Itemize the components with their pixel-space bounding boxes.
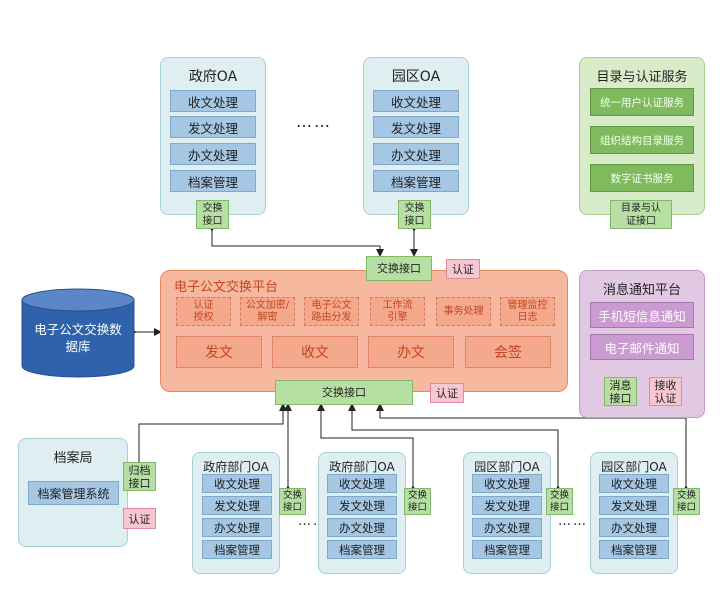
module-transaction: 事务处理	[436, 297, 491, 326]
archive-title: 档案局	[53, 451, 93, 466]
dept-oa-port: 交换接口	[546, 488, 573, 515]
directory-row: 数字证书服务	[590, 164, 694, 192]
dept-oa-row: 收文处理	[599, 474, 669, 493]
database-cylinder	[21, 288, 135, 378]
dept-oa-row: 发文处理	[202, 496, 272, 515]
directory-title: 目录与认证服务	[596, 70, 688, 85]
dept-oa-row: 档案管理	[472, 540, 542, 559]
module-countersign: 会签	[465, 336, 551, 368]
platform-bottom-auth: 认证	[430, 383, 464, 403]
platform-top-port: 交换接口	[366, 256, 432, 281]
archive-port: 归档接口	[123, 462, 156, 491]
park-oa-port: 交换接口	[398, 200, 431, 229]
message-sms: 手机短信息通知	[590, 302, 694, 328]
gov-oa-row: 收文处理	[170, 90, 256, 112]
connector-dept-4	[376, 403, 690, 493]
park-oa-row: 档案管理	[373, 170, 459, 192]
dept-oa-row: 收文处理	[472, 474, 542, 493]
dept-oa-row: 发文处理	[327, 496, 397, 515]
dept-oa-port: 交换接口	[404, 488, 431, 515]
archive-system: 档案管理系统	[28, 481, 119, 505]
platform-bottom-port: 交换接口	[275, 380, 413, 405]
module-routing: 电子公文路由分发	[304, 297, 359, 326]
bottom-ellipsis-right: ……	[558, 514, 588, 529]
dept-oa-row: 发文处理	[599, 496, 669, 515]
dept-oa-title: 政府部门OA	[203, 460, 269, 474]
directory-row: 统一用户认证服务	[590, 88, 694, 116]
dept-oa-row: 发文处理	[472, 496, 542, 515]
module-send: 发文	[176, 336, 262, 368]
module-monitoring: 管理监控日志	[500, 297, 555, 326]
park-oa-title: 园区OA	[391, 69, 441, 85]
dept-oa-title: 园区部门OA	[601, 460, 667, 474]
park-oa-row: 办文处理	[373, 143, 459, 165]
dept-oa-row: 收文处理	[202, 474, 272, 493]
dept-oa-port: 交换接口	[279, 488, 306, 515]
connector-gov-oa	[208, 224, 384, 257]
dept-oa-row: 办文处理	[202, 518, 272, 537]
message-title: 消息通知平台	[602, 283, 681, 298]
gov-oa-row: 办文处理	[170, 143, 256, 165]
message-auth: 接收认证	[649, 377, 682, 406]
dept-oa-row: 办文处理	[472, 518, 542, 537]
module-auth: 认证授权	[176, 297, 231, 326]
dept-oa-title: 园区部门OA	[474, 460, 540, 474]
platform-title: 电子公文交换平台	[174, 280, 279, 295]
module-process: 办文	[368, 336, 454, 368]
directory-port: 目录与认证接口	[610, 200, 672, 229]
dept-oa-row: 档案管理	[327, 540, 397, 559]
dept-oa-row: 办文处理	[599, 518, 669, 537]
gov-oa-row: 发文处理	[170, 116, 256, 138]
top-ellipsis: ……	[296, 112, 332, 131]
exchange-platform	[160, 270, 568, 392]
dept-oa-row: 档案管理	[599, 540, 669, 559]
gov-oa-title: 政府OA	[188, 69, 238, 85]
park-oa-row: 收文处理	[373, 90, 459, 112]
dept-oa-port: 交换接口	[673, 488, 700, 515]
database-label: 电子公文交换数据库	[34, 322, 122, 354]
message-email: 电子邮件通知	[590, 334, 694, 360]
dept-oa-title: 政府部门OA	[329, 460, 395, 474]
dept-oa-row: 档案管理	[202, 540, 272, 559]
park-oa-row: 发文处理	[373, 116, 459, 138]
module-workflow: 工作流引擎	[370, 297, 425, 326]
archive-auth: 认证	[123, 508, 156, 529]
gov-oa-row: 档案管理	[170, 170, 256, 192]
dept-oa-row: 收文处理	[327, 474, 397, 493]
dept-oa-row: 办文处理	[327, 518, 397, 537]
platform-top-auth: 认证	[446, 259, 480, 279]
gov-oa-port: 交换接口	[196, 200, 229, 229]
directory-row: 组织结构目录服务	[590, 126, 694, 154]
message-port: 消息接口	[604, 377, 637, 406]
connector-archive	[138, 403, 287, 462]
module-encryption: 公文加密/解密	[240, 297, 295, 326]
module-receive: 收文	[272, 336, 358, 368]
